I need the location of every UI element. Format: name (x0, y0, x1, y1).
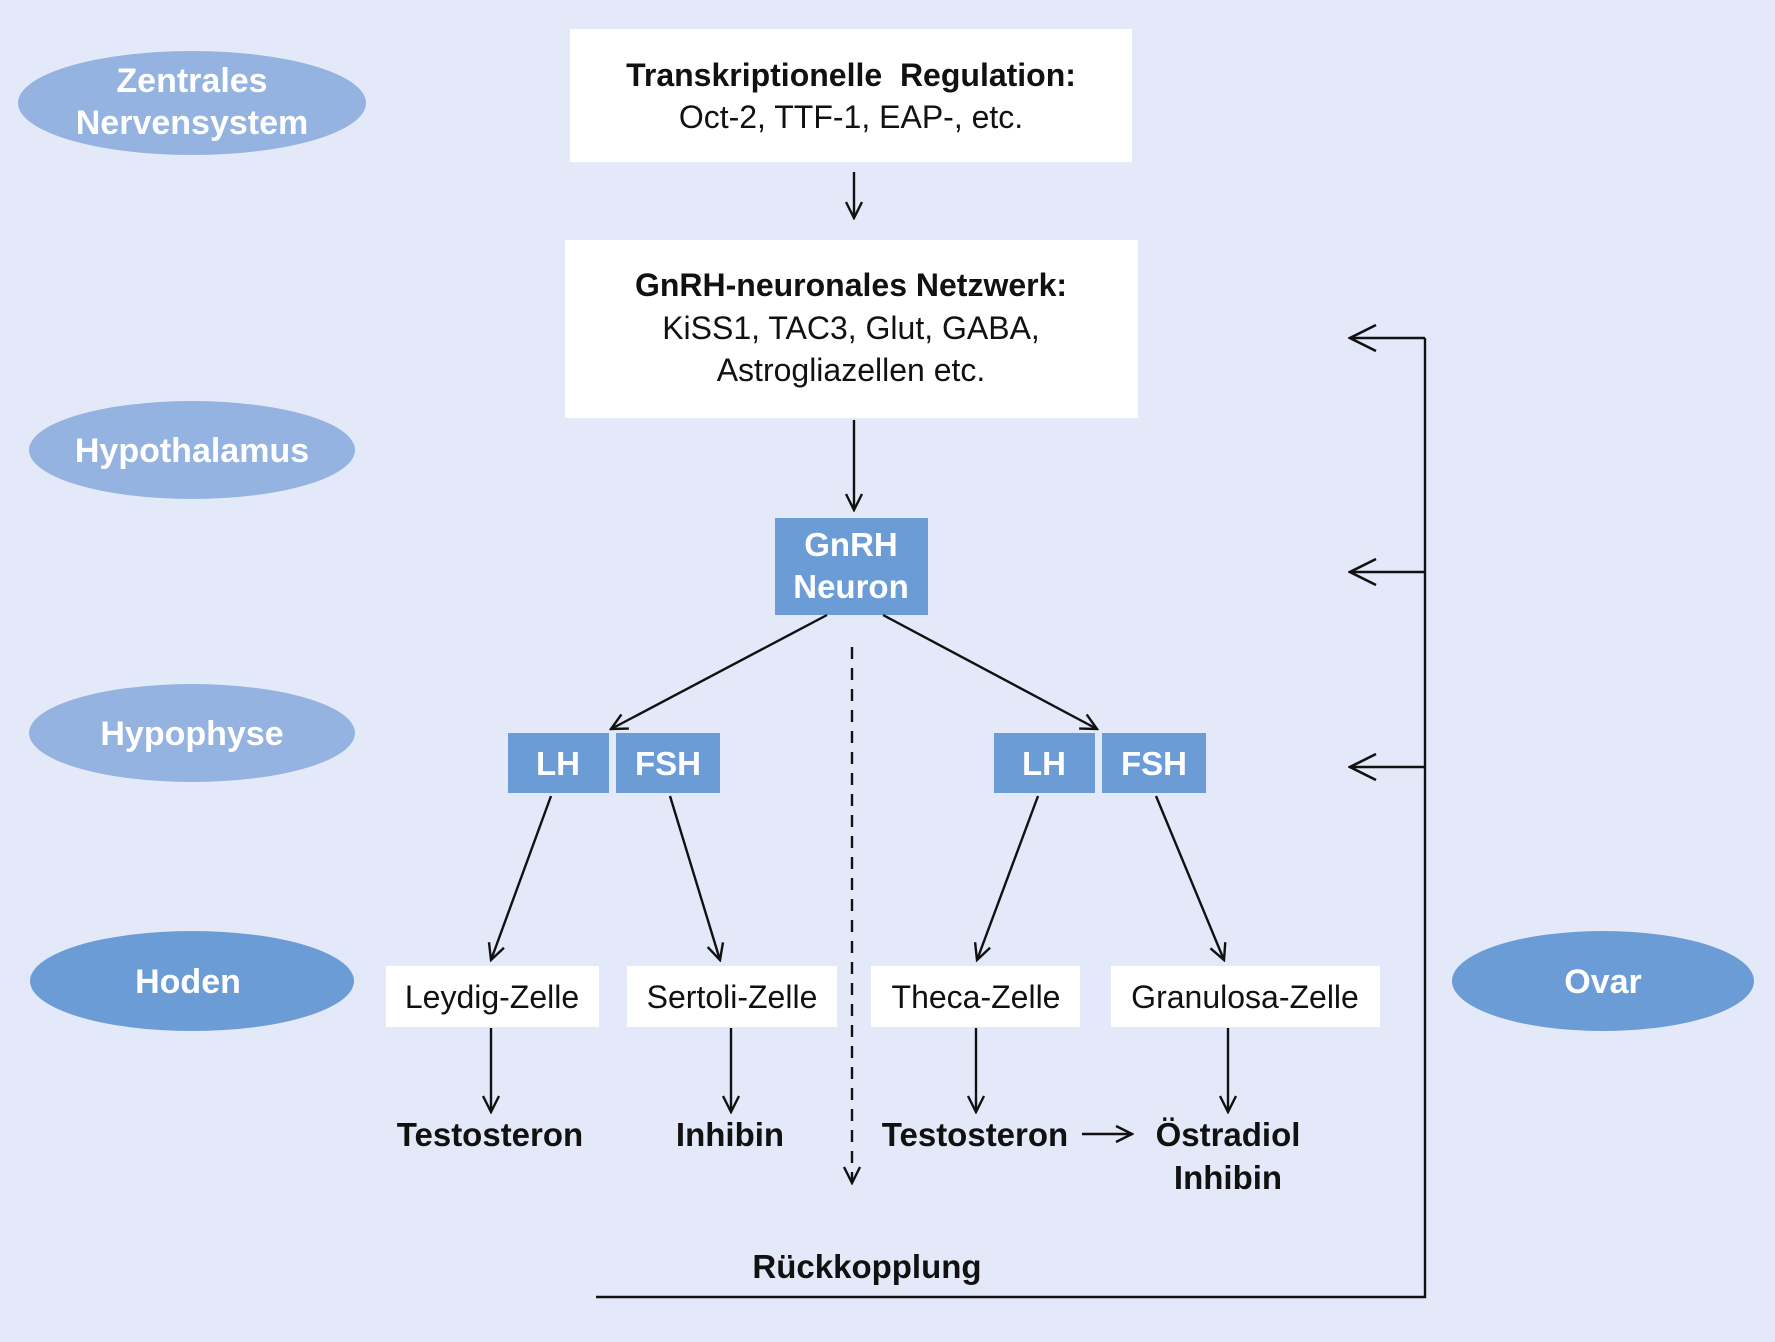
sertoli-cell-box: Sertoli-Zelle (627, 966, 837, 1027)
granulosa-cell-label: Granulosa-Zelle (1131, 979, 1359, 1015)
sertoli-cell-bg (627, 966, 837, 1027)
level-hoden: Hoden (30, 931, 354, 1031)
gnrh-neuron-bg (775, 518, 928, 615)
level-hypophyse-ellipse (29, 684, 355, 782)
female-lh-bg (994, 733, 1095, 793)
connectors (491, 172, 1427, 1299)
male-lh-label: LH (536, 745, 580, 782)
network-box: GnRH-neuronales Netzwerk: KiSS1, TAC3, G… (565, 240, 1138, 418)
network-line2: Astrogliazellen etc. (717, 352, 986, 388)
male-lh-box: LH (508, 733, 609, 793)
level-zns-line2: Nervensystem (76, 104, 308, 142)
level-hoden-label: Hoden (135, 963, 241, 1001)
network-line1: KiSS1, TAC3, Glut, GABA, (662, 310, 1040, 346)
granulosa-cell-box: Granulosa-Zelle (1111, 966, 1380, 1027)
granulosa-cell-bg (1111, 966, 1380, 1027)
leydig-cell-box: Leydig-Zelle (386, 966, 599, 1027)
male-fsh-label: FSH (635, 745, 701, 782)
feedback-loop-line (596, 338, 1427, 1299)
level-hypothalamus-ellipse (29, 401, 355, 499)
arrow-male-lh-to-leydig (491, 795, 553, 960)
product-inhibin-female: Inhibin (1174, 1159, 1282, 1196)
female-lh-box: LH (994, 733, 1095, 793)
transcription-title: Transkriptionelle Regulation: (626, 57, 1076, 93)
level-zns: Zentrales Nervensystem (18, 51, 366, 155)
transcription-box-bg (570, 29, 1132, 162)
arrow-gnrh-to-male-pituitary (611, 613, 828, 729)
theca-cell-box: Theca-Zelle (871, 966, 1080, 1027)
level-hoden-ellipse (30, 931, 354, 1031)
gnrh-line1: GnRH (804, 526, 898, 563)
level-ovar-ellipse (1452, 931, 1754, 1031)
arrow-male-fsh-to-sertoli (668, 795, 720, 960)
transcription-box: Transkriptionelle Regulation: Oct-2, TTF… (570, 29, 1132, 162)
female-fsh-box: FSH (1102, 733, 1206, 793)
level-hypothalamus: Hypothalamus (29, 401, 355, 499)
level-zns-line1: Zentrales (116, 62, 267, 100)
product-oestradiol: Östradiol (1156, 1116, 1301, 1153)
female-fsh-bg (1102, 733, 1206, 793)
level-ovar: Ovar (1452, 931, 1754, 1031)
level-hypophyse: Hypophyse (29, 684, 355, 782)
sertoli-cell-label: Sertoli-Zelle (647, 979, 818, 1015)
level-hypophyse-label: Hypophyse (100, 715, 283, 753)
network-title: GnRH-neuronales Netzwerk: (635, 267, 1067, 303)
female-fsh-label: FSH (1121, 745, 1187, 782)
leydig-cell-bg (386, 966, 599, 1027)
product-testosteron-male: Testosteron (397, 1116, 583, 1153)
arrow-female-fsh-to-granulosa (1154, 795, 1224, 960)
transcription-detail: Oct-2, TTF-1, EAP-, etc. (679, 99, 1023, 135)
male-fsh-box: FSH (616, 733, 720, 793)
male-lh-bg (508, 733, 609, 793)
level-ovar-label: Ovar (1564, 963, 1642, 1001)
arrow-gnrh-to-female-pituitary (882, 613, 1097, 729)
level-zns-ellipse (18, 51, 366, 155)
level-hypothalamus-label: Hypothalamus (75, 432, 309, 470)
product-testosteron-female: Testosteron (882, 1116, 1068, 1153)
theca-cell-label: Theca-Zelle (892, 979, 1061, 1015)
arrow-female-lh-to-theca (977, 795, 1040, 960)
network-box-bg (565, 240, 1138, 418)
theca-cell-bg (871, 966, 1080, 1027)
gnrh-neuron-box: GnRH Neuron (775, 518, 928, 615)
leydig-cell-label: Leydig-Zelle (405, 979, 579, 1015)
female-lh-label: LH (1022, 745, 1066, 782)
product-inhibin-male: Inhibin (676, 1116, 784, 1153)
feedback-label: Rückkopplung (752, 1248, 981, 1285)
gnrh-line2: Neuron (793, 568, 909, 605)
male-fsh-bg (616, 733, 720, 793)
